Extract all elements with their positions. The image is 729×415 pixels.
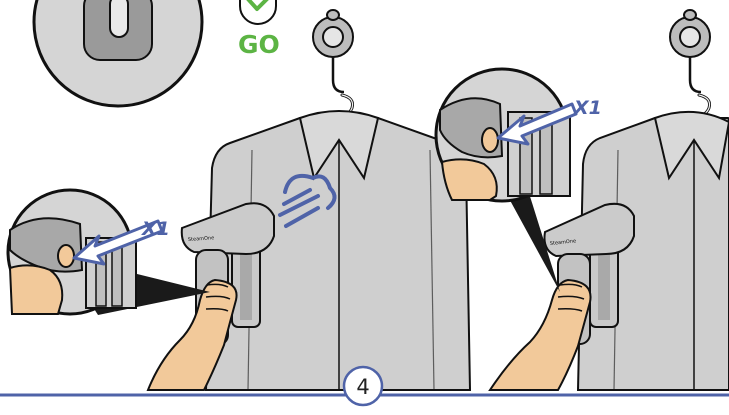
suction-hook-left <box>312 9 354 94</box>
arrow-icon <box>496 102 578 146</box>
suction-hook-right <box>669 9 711 94</box>
go-check-badge: GO <box>238 0 280 59</box>
top-left-magnifier-callout <box>32 0 204 108</box>
arrow-icon <box>72 219 164 266</box>
check-icon <box>239 0 277 25</box>
hanger-hook-icon <box>331 57 345 94</box>
steamer-brand-label: SteamOne <box>188 235 215 243</box>
go-label: GO <box>238 30 280 59</box>
hand-left <box>146 278 238 391</box>
hanger-hook-icon <box>688 57 702 94</box>
step-number-badge: 4 <box>342 365 384 407</box>
steamer-brand-label: SteamOne <box>550 238 577 247</box>
callout-right-label: X1 <box>573 97 602 119</box>
left-magnifier-callout: X1 <box>6 188 170 316</box>
steam-icon <box>278 173 337 228</box>
hand-right <box>488 278 592 391</box>
steamer-left: SteamOne <box>180 202 275 346</box>
callout-left-label: X1 <box>141 218 170 240</box>
right-magnifier-callout: X1 <box>434 67 602 203</box>
shirt-left <box>204 110 472 391</box>
step-number: 4 <box>356 375 369 399</box>
